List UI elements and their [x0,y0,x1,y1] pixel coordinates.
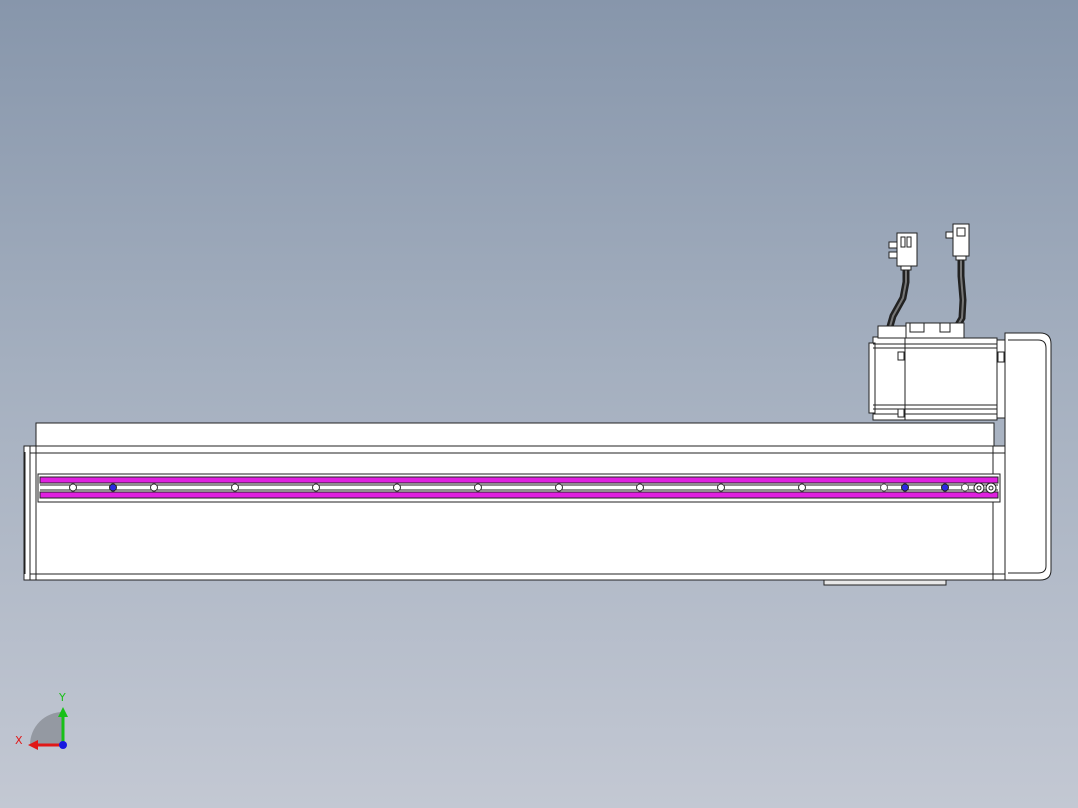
x-axis-label: X [15,734,23,747]
bottom-mount-plate [823,579,947,586]
screw-hole [312,483,320,492]
screw-hole [798,483,806,492]
screw-hole [961,483,969,492]
motor-mount-block[interactable] [1004,332,1052,581]
screw-hole-highlighted [109,483,117,492]
screw-hole [555,483,563,492]
actuator-body[interactable] [27,445,1006,581]
carriage-top-plate[interactable] [35,422,995,447]
coordinate-triad[interactable]: X Y [15,691,68,750]
screw-hole-highlighted [901,483,909,492]
screw-hole [474,483,482,492]
coupling-bolts [973,482,997,494]
screw-hole [231,483,239,492]
y-axis-label: Y [58,691,66,704]
screw-hole [150,483,158,492]
guide-slot [37,473,1001,503]
screw-hole [69,483,77,492]
screw-hole-highlighted [941,483,949,492]
power-connector [945,223,970,261]
screw-hole [717,483,725,492]
screw-hole [880,483,888,492]
screw-hole [636,483,644,492]
servo-motor[interactable] [868,322,1006,421]
encoder-connector [888,232,918,271]
slot-screws [69,483,969,492]
left-end-cap [23,445,31,581]
screw-hole [393,483,401,492]
